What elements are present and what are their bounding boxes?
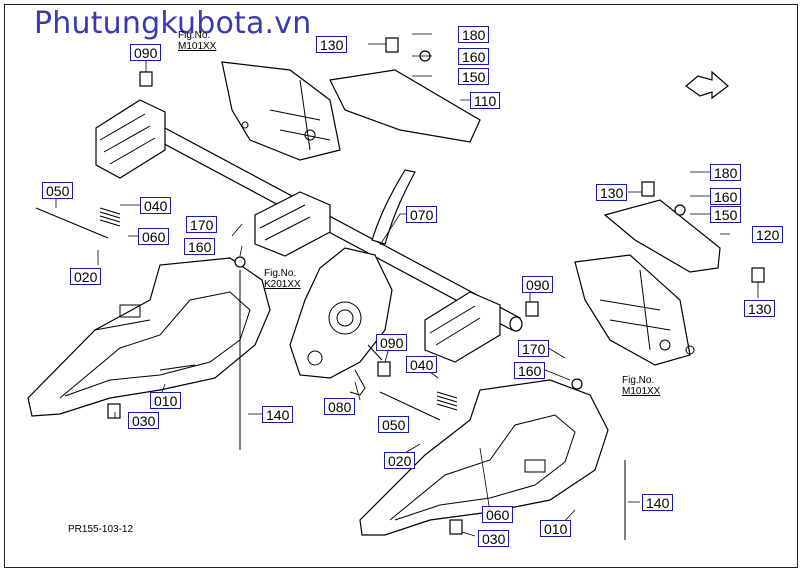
callout-090[interactable]: 090 (522, 276, 554, 293)
callout-040[interactable]: 040 (140, 197, 172, 214)
callout-160[interactable]: 160 (458, 48, 490, 65)
callout-020[interactable]: 020 (384, 452, 416, 469)
callout-120[interactable]: 120 (752, 226, 784, 243)
callout-160[interactable]: 160 (184, 238, 216, 255)
callout-130[interactable]: 130 (744, 300, 776, 317)
callout-050[interactable]: 050 (42, 182, 74, 199)
left-bracket (95, 99, 166, 179)
callout-160[interactable]: 160 (514, 362, 546, 379)
callout-150[interactable]: 150 (710, 206, 742, 223)
diagram-frame (4, 4, 798, 568)
middle-bracket (254, 191, 331, 257)
right-shaft-bracket (424, 291, 501, 363)
callout-040[interactable]: 040 (406, 356, 438, 373)
callout-090[interactable]: 090 (376, 334, 408, 351)
fig-ref-k201xx: Fig.No. K201XX (264, 268, 301, 290)
callout-180[interactable]: 180 (458, 26, 490, 43)
callout-110[interactable]: 110 (470, 92, 501, 109)
fig-ref-m101xx-top: Fig.No. M101XX (178, 30, 217, 52)
callout-160[interactable]: 160 (710, 188, 742, 205)
callout-140[interactable]: 140 (262, 406, 294, 423)
callout-030[interactable]: 030 (128, 412, 160, 429)
callout-010[interactable]: 010 (150, 392, 182, 409)
callout-180[interactable]: 180 (710, 164, 742, 181)
arrow-icon (685, 70, 729, 100)
callout-150[interactable]: 150 (458, 68, 490, 85)
watermark: Phutungkubota.vn (34, 6, 312, 41)
callout-060[interactable]: 060 (138, 228, 170, 245)
callout-170[interactable]: 170 (186, 216, 218, 233)
callout-070[interactable]: 070 (406, 206, 438, 223)
callout-080[interactable]: 080 (324, 398, 356, 415)
fig-ref-m101xx-right: Fig.No. M101XX (622, 375, 661, 397)
callout-020[interactable]: 020 (70, 268, 102, 285)
callout-090[interactable]: 090 (130, 44, 162, 61)
transmission-case (289, 247, 393, 396)
drawing-code: PR155-103-12 (68, 524, 134, 535)
right-mount-assembly (574, 199, 721, 366)
callout-010[interactable]: 010 (540, 520, 572, 537)
callout-140[interactable]: 140 (642, 494, 674, 511)
right-footstep (359, 379, 609, 536)
callout-060[interactable]: 060 (482, 506, 514, 523)
callout-050[interactable]: 050 (378, 416, 410, 433)
springs (99, 207, 458, 411)
cross-shaft (139, 118, 523, 332)
upper-mount-assembly (221, 61, 481, 161)
callout-170[interactable]: 170 (518, 340, 550, 357)
callout-130[interactable]: 130 (596, 184, 628, 201)
callout-030[interactable]: 030 (478, 530, 510, 547)
fasteners (35, 37, 765, 540)
left-footstep (27, 257, 271, 417)
callout-130[interactable]: 130 (316, 36, 348, 53)
